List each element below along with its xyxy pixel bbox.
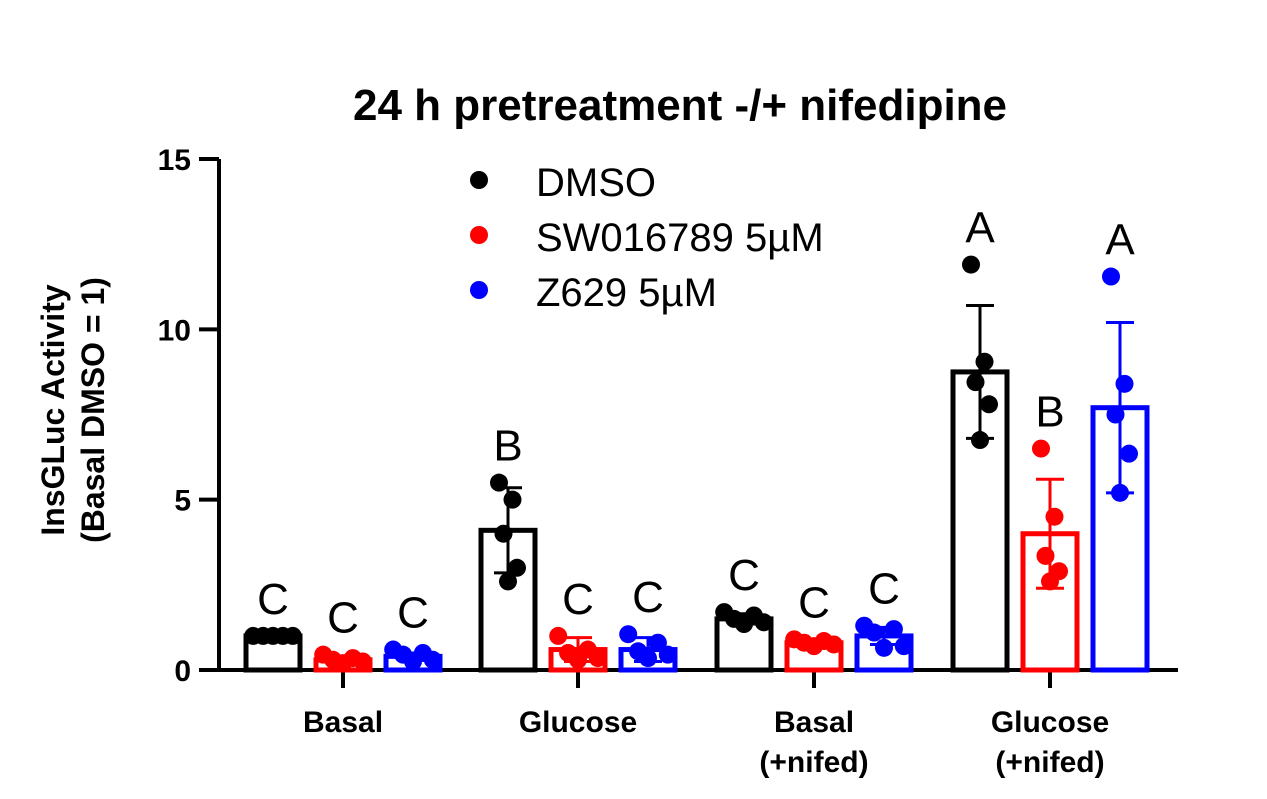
data-point: [283, 626, 302, 645]
chart-title: 24 h pretreatment -/+ nifedipine: [353, 81, 1007, 130]
legend-label: SW016789 5µM: [536, 216, 824, 260]
significance-letter: C: [798, 578, 830, 627]
data-point: [404, 652, 422, 671]
significance-letter: C: [397, 589, 429, 638]
data-point: [884, 620, 903, 639]
data-point: [1041, 572, 1059, 591]
data-point: [1045, 507, 1064, 526]
data-point: [875, 638, 893, 657]
legend-marker: [470, 171, 488, 189]
data-point: [805, 637, 823, 656]
data-point: [499, 572, 517, 591]
y-axis-label-line-2: (Basal DMSO = 1): [75, 277, 111, 543]
x-tick-label: (+nifed): [995, 746, 1104, 779]
x-tick-label: Basal: [303, 706, 383, 739]
x-tick-label: Glucose: [991, 706, 1109, 739]
data-point: [1106, 405, 1125, 424]
significance-letter: C: [562, 575, 594, 624]
legend-label: Z629 5µM: [536, 271, 717, 315]
y-tick-label: 0: [174, 655, 191, 688]
y-axis-label-line-1: InsGLuc Activity: [35, 284, 71, 536]
y-tick-label: 5: [174, 485, 191, 518]
data-point: [353, 652, 372, 671]
data-point: [980, 395, 998, 414]
data-point: [962, 255, 980, 274]
legend: DMSO SW016789 5µM Z629 5µM: [470, 161, 824, 315]
data-point: [658, 645, 677, 664]
x-tick-label: Basal: [774, 706, 854, 739]
y-tick-label: 10: [158, 314, 191, 347]
significance-letter: C: [632, 573, 664, 622]
data-point: [1111, 483, 1129, 502]
legend-marker: [470, 281, 488, 299]
data-point: [588, 649, 607, 668]
data-point: [423, 650, 442, 669]
x-tick-label: Glucose: [519, 706, 637, 739]
data-point: [975, 352, 994, 371]
y-axis-label: InsGLuc Activity (Basal DMSO = 1): [35, 277, 111, 543]
legend-label: DMSO: [536, 161, 656, 205]
data-point: [1036, 546, 1055, 565]
data-point: [1102, 267, 1120, 286]
data-point: [619, 625, 638, 644]
significance-letter: C: [327, 594, 359, 643]
data-point: [264, 626, 282, 645]
data-point: [1115, 374, 1134, 393]
data-point: [1120, 444, 1138, 463]
data-point: [334, 654, 352, 673]
data-point: [735, 615, 753, 634]
data-point: [824, 635, 843, 654]
y-tick-label: 15: [158, 144, 191, 177]
data-point: [971, 431, 989, 450]
significance-letter: C: [257, 575, 289, 624]
data-point: [549, 626, 568, 645]
significance-letter: C: [868, 565, 900, 614]
data-point: [639, 649, 657, 668]
data-point: [754, 613, 773, 632]
data-point: [966, 373, 985, 392]
significance-letter: B: [1035, 388, 1064, 437]
significance-letter: C: [728, 551, 760, 600]
data-point: [894, 637, 913, 656]
data-point: [490, 473, 508, 492]
data-point: [648, 633, 667, 652]
data-point: [865, 623, 884, 642]
data-point: [1032, 439, 1050, 458]
x-tick-label: (+nifed): [759, 746, 868, 779]
significance-letter: A: [1105, 216, 1135, 265]
significance-letter: A: [965, 204, 995, 253]
data-point: [503, 490, 522, 509]
data-point: [494, 524, 513, 543]
significance-letter: B: [493, 422, 522, 471]
data-point: [508, 558, 526, 577]
legend-marker: [470, 226, 488, 244]
data-point: [569, 650, 587, 669]
